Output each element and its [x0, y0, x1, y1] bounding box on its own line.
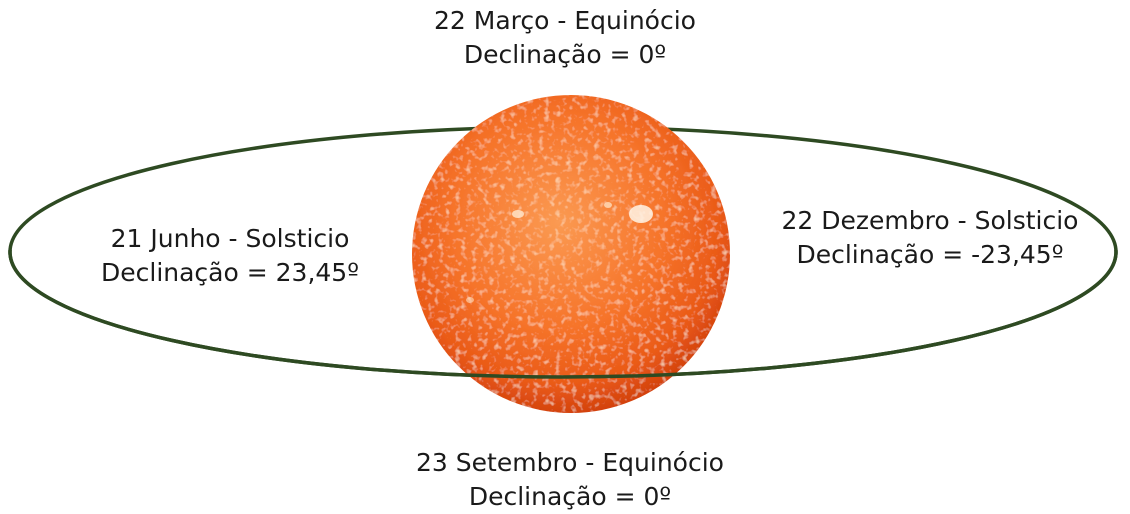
- december-solstice-title: 22 Dezembro - Solsticio: [781, 206, 1079, 235]
- september-equinox-label: 23 Setembro - Equinócio Declinação = 0º: [370, 446, 770, 514]
- sun-icon: [412, 95, 730, 413]
- september-equinox-title: 23 Setembro - Equinócio: [416, 448, 724, 477]
- orbit-front-arc: [8, 250, 1118, 379]
- june-solstice-label: 21 Junho - Solsticio Declinação = 23,45º: [40, 222, 420, 290]
- december-declination: Declinação = -23,45º: [796, 240, 1064, 269]
- june-solstice-title: 21 Junho - Solsticio: [110, 224, 350, 253]
- december-solstice-label: 22 Dezembro - Solsticio Declinação = -23…: [740, 204, 1120, 272]
- march-equinox-label: 22 Março - Equinócio Declinação = 0º: [365, 4, 765, 72]
- june-declination: Declinação = 23,45º: [101, 258, 359, 287]
- september-declination: Declinação = 0º: [468, 482, 672, 511]
- march-declination: Declinação = 0º: [463, 40, 667, 69]
- march-equinox-title: 22 Março - Equinócio: [434, 6, 696, 35]
